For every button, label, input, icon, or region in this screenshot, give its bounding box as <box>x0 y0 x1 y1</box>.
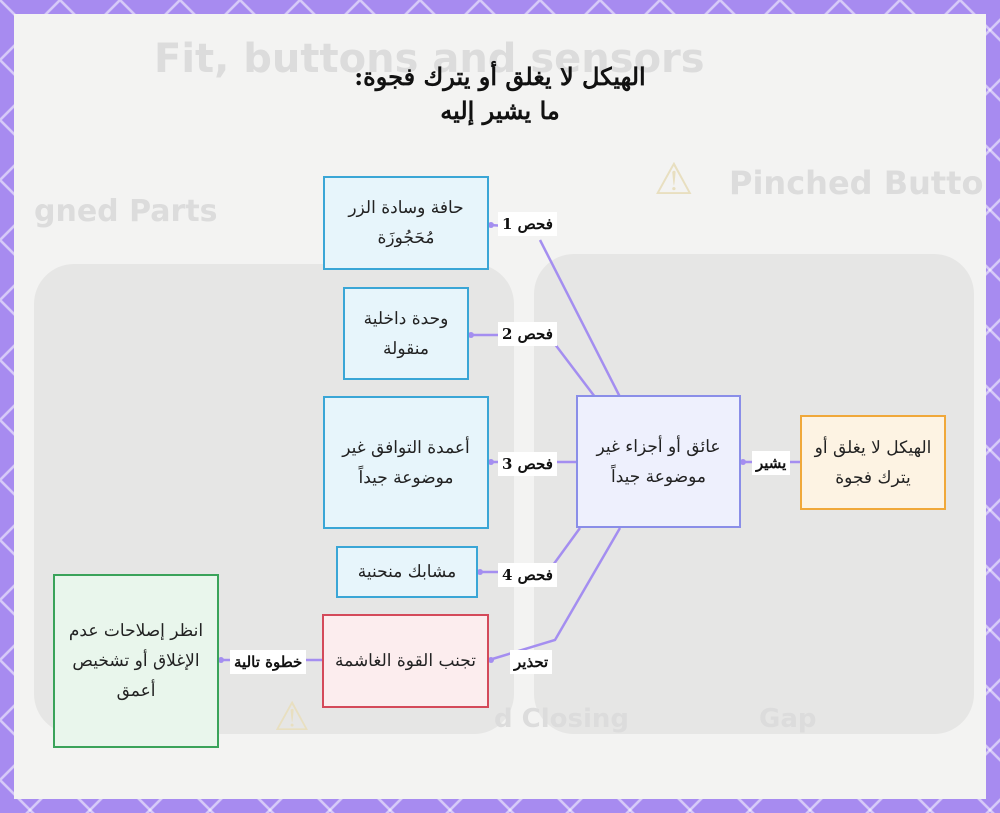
edge-label-indicates: يشير <box>752 451 791 475</box>
node-warning: تجنب القوة الغاشمة <box>322 614 489 708</box>
warning-icon-bottom: ⚠ <box>274 694 310 740</box>
edge-label-check3: فحص 3 <box>498 452 557 476</box>
edge-cause-check1 <box>538 239 622 398</box>
background-bottom-label-2: Gap <box>759 704 817 734</box>
edge-label-next-step: خطوة تالية <box>230 650 307 674</box>
edge-label-check2: فحص 2 <box>498 322 557 346</box>
node-next: انظر إصلاحات عدم الإغلاق أو تشخيص أعمق <box>53 574 219 748</box>
node-cause: عائق أو أجزاء غير موضوعة جيداً <box>576 395 741 528</box>
background-left-label: gned Parts <box>34 194 218 229</box>
edge-cause-warning <box>488 527 622 662</box>
background-header-text: Fit, buttons and sensors <box>154 36 705 82</box>
node-check3: أعمدة التوافق غير موضوعة جيداً <box>323 396 489 529</box>
background-bottom-label: d Closing <box>494 704 630 734</box>
node-check1: حافة وسادة الزر مُحَجُوزَة <box>323 176 489 270</box>
diagram-canvas: Fit, buttons and sensors gned Parts ⚠ Pi… <box>14 14 986 799</box>
background-right-label: Pinched Butto <box>729 164 984 202</box>
arrow-dot <box>488 459 494 465</box>
edge-label-check1: فحص 1 <box>498 212 557 236</box>
diagram-subtitle: ما يشير إليه <box>440 96 560 125</box>
arrow-dot <box>740 459 746 465</box>
node-start: الهيكل لا يغلق أو يترك فجوة <box>800 415 946 510</box>
warning-icon: ⚠ <box>654 154 694 205</box>
edge-label-warning: تحذير <box>510 650 553 674</box>
arrow-dot <box>488 222 494 228</box>
arrow-dot <box>488 657 494 663</box>
arrow-dot <box>468 332 474 338</box>
node-check2: وحدة داخلية منقولة <box>343 287 469 380</box>
arrow-dot <box>218 657 224 663</box>
arrow-dot <box>477 569 483 575</box>
diagram-title: الهيكل لا يغلق أو يترك فجوة: <box>354 62 646 91</box>
node-check4: مشابك منحنية <box>336 546 478 598</box>
edge-label-check4: فحص 4 <box>498 563 557 587</box>
